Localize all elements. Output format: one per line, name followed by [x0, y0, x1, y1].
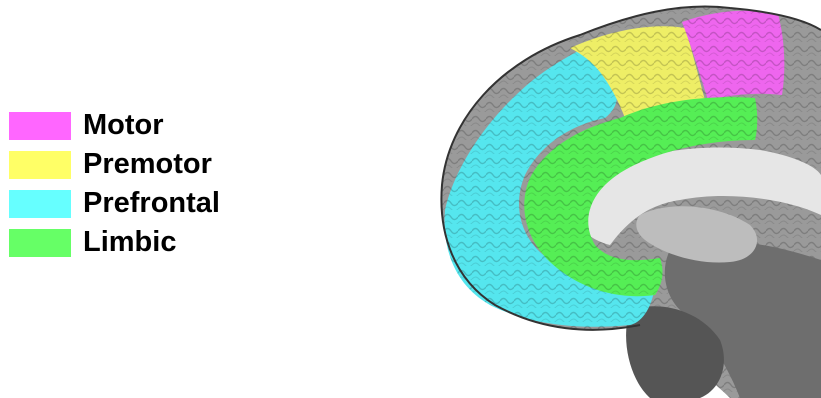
legend-label-motor: Motor: [83, 111, 164, 140]
legend-label-premotor: Premotor: [83, 150, 212, 179]
legend-swatch-premotor: [9, 151, 71, 179]
legend-item-limbic: Limbic: [9, 223, 220, 262]
legend-swatch-limbic: [9, 229, 71, 257]
brain-illustration: [430, 0, 821, 398]
legend-item-prefrontal: Prefrontal: [9, 184, 220, 223]
legend: Motor Premotor Prefrontal Limbic: [9, 106, 220, 262]
legend-item-motor: Motor: [9, 106, 220, 145]
legend-label-limbic: Limbic: [83, 228, 176, 257]
legend-label-prefrontal: Prefrontal: [83, 189, 220, 218]
legend-swatch-motor: [9, 112, 71, 140]
legend-item-premotor: Premotor: [9, 145, 220, 184]
brain-svg: [430, 0, 821, 398]
legend-swatch-prefrontal: [9, 190, 71, 218]
